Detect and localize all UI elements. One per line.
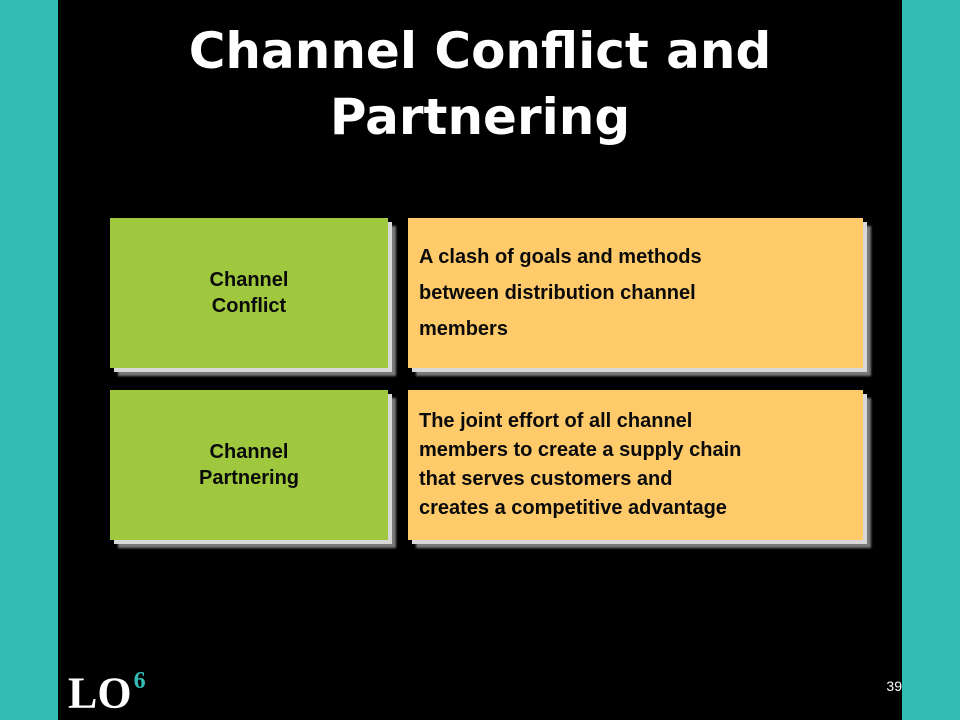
term-box-channel-conflict: Channel Conflict (110, 218, 388, 368)
term-label: Channel Partnering (198, 441, 300, 489)
term-label: Channel Conflict (209, 269, 289, 317)
definition-box-channel-conflict: A clash of goals and methods between dis… (408, 218, 863, 368)
lo-number: 6 (133, 668, 146, 694)
term-box-channel-partnering: Channel Partnering (110, 390, 388, 540)
slide: Channel Conflict and Partnering Channel … (58, 0, 902, 720)
learning-objective-label: LO6 (68, 660, 146, 719)
definition-text: The joint effort of all channel members … (419, 410, 742, 519)
definition-box-channel-partnering: The joint effort of all channel members … (408, 390, 863, 540)
lo-text: LO (68, 668, 132, 718)
page-number: 39 (886, 678, 902, 694)
slide-title: Channel Conflict and Partnering (188, 22, 772, 146)
definition-text: A clash of goals and methods between dis… (419, 246, 702, 340)
